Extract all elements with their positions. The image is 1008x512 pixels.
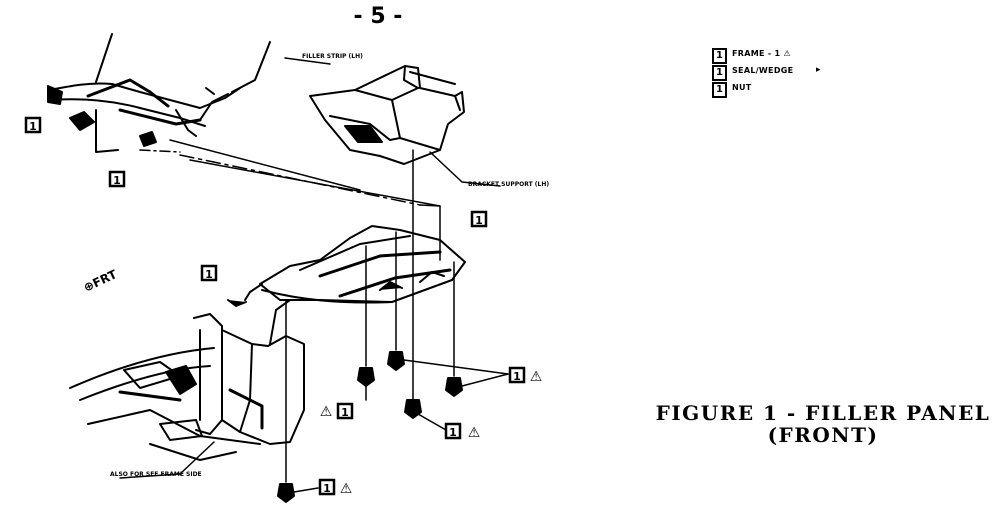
- note-filler-strip: FILLER STRIP (LH): [302, 53, 363, 60]
- callout-key: 1: [205, 268, 213, 281]
- callout-1-panel-left: 1: [200, 264, 218, 282]
- caption-line-1: FIGURE 1 - FILLER PANEL: [655, 401, 991, 425]
- legend-label: NUT: [732, 83, 752, 92]
- legend-key: 1: [712, 48, 727, 64]
- callout-1-topleft-b: 1: [108, 170, 126, 188]
- legend-label: SEAL/WEDGE: [732, 66, 794, 75]
- callout-1-warning-right: 1 ⚠: [508, 366, 543, 385]
- callout-key: 1: [475, 214, 483, 227]
- callout-key: 1: [449, 426, 457, 439]
- callout-1-panel-right: 1: [470, 210, 488, 228]
- callout-1-warning-bottom: 1 ⚠: [318, 478, 353, 497]
- legend-stray-mark: ▸: [816, 65, 821, 75]
- note-lower-reference: ALSO FOR SEE FRAME SIDE: [110, 471, 202, 478]
- lower-frame-assembly: [69, 299, 305, 475]
- legend-label: FRAME - 1 ⚠: [732, 49, 791, 58]
- callouts: 1 1 1 1 1 ⚠ ⚠ 1: [24, 116, 543, 497]
- filler-panel: [227, 225, 466, 307]
- figure-caption: FIGURE 1 - FILLER PANEL (FRONT): [648, 402, 998, 446]
- caption-line-2: (FRONT): [767, 423, 879, 447]
- legend-key: 1: [712, 65, 727, 81]
- warning-icon: ⚠: [320, 404, 333, 420]
- page-number: - 5 -: [353, 4, 403, 29]
- front-orientation-label: ⊕FRT: [81, 267, 120, 295]
- callout-key: 1: [341, 406, 349, 419]
- callout-1-warning-mid: ⚠ 1: [320, 402, 354, 420]
- callout-1-topleft-a: 1: [24, 116, 42, 134]
- callout-key: 1: [113, 174, 121, 187]
- upper-strip-assembly: [47, 33, 331, 153]
- callout-key: 1: [323, 482, 331, 495]
- legend-key: 1: [712, 82, 727, 98]
- bracket-support: [309, 65, 501, 187]
- warning-icon: ⚠: [468, 425, 481, 441]
- callout-1-warning-lower: 1 ⚠: [444, 422, 481, 441]
- warning-icon: ⚠: [530, 369, 543, 385]
- callout-key: 1: [513, 370, 521, 383]
- warning-icon: ⚠: [340, 481, 353, 497]
- callout-key: 1: [29, 120, 37, 133]
- note-bracket-support: BRACKET SUPPORT (LH): [468, 181, 549, 188]
